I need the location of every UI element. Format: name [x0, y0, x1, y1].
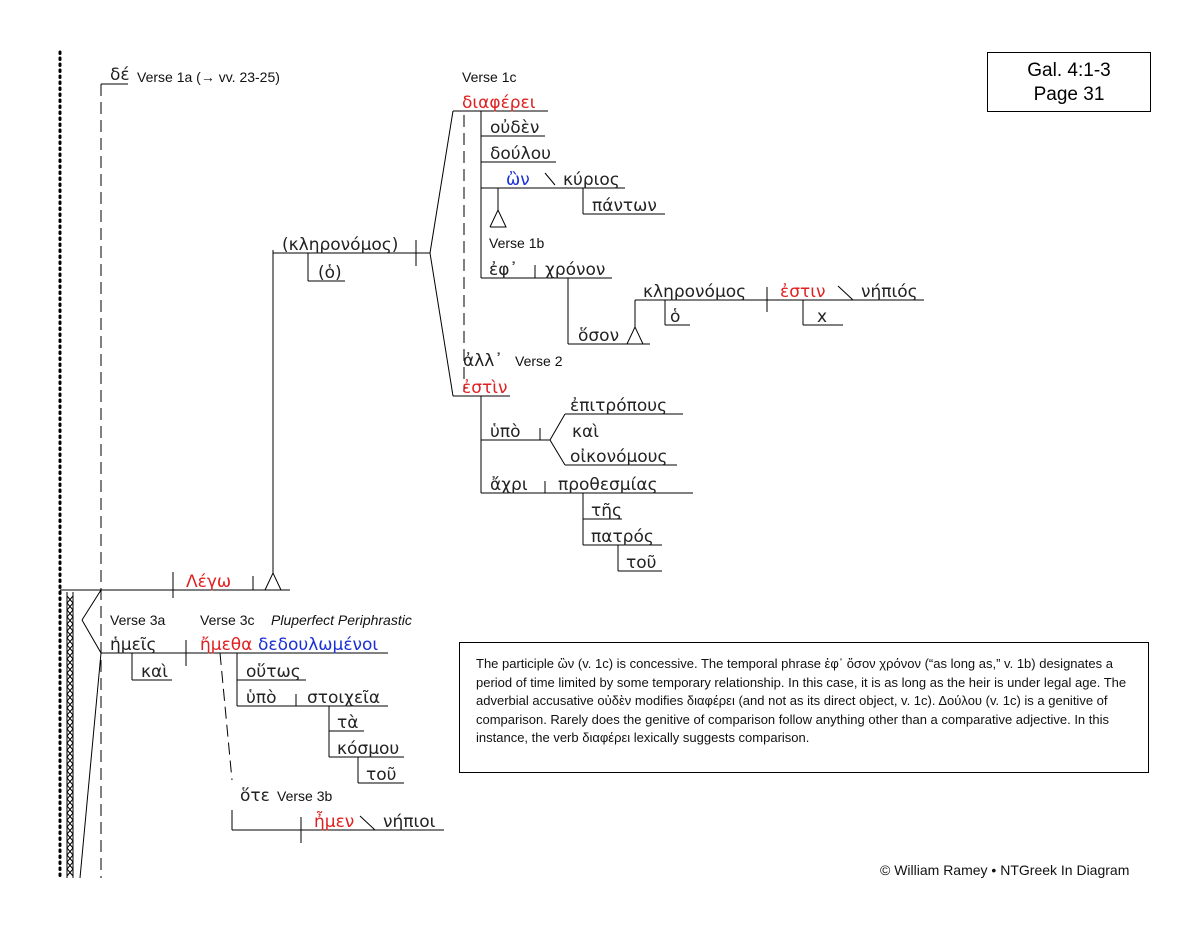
verb-hemetha: ἤμεθα	[200, 635, 252, 655]
word-kosmou: κόσμου	[337, 739, 399, 759]
word-kleronomos: κληρονόμος	[643, 282, 746, 302]
word-achri: ἄχρι	[490, 475, 528, 495]
word-nepioi: νήπιοι	[383, 812, 436, 832]
word-doulou: δούλου	[490, 144, 551, 164]
word-tes: τῆς	[591, 501, 622, 521]
word-de: δέ	[110, 65, 130, 85]
word-hemeis: ἡμεῖς	[110, 635, 157, 655]
word-nepios: νήπιός	[861, 282, 918, 302]
label-pluperfect: Pluperfect Periphrastic	[271, 612, 412, 628]
word-prothesmias: προθεσμίας	[558, 475, 658, 495]
word-tou-1: τοῦ	[626, 553, 656, 573]
passage-reference: Gal. 4:1-3	[1027, 60, 1111, 81]
verb-estin-1: ἐστιν	[780, 282, 825, 302]
page-reference-box: Gal. 4:1-3 Page 31	[987, 52, 1151, 112]
word-hoson: ὅσον	[578, 326, 619, 346]
word-hypo-2: ὑπὸ	[246, 688, 276, 708]
copyright: © William Ramey • NTGreek In Diagram	[880, 862, 1130, 878]
verb-hemen: ἦμεν	[314, 811, 354, 832]
word-ho-paren: (ὁ)	[318, 263, 342, 283]
verb-diapherei: διαφέρει	[462, 93, 536, 113]
label-verse-1a: Verse 1a (→ vv. 23-25)	[137, 69, 280, 85]
word-patros: πατρός	[591, 527, 654, 547]
grammar-note: The participle ὢν (v. 1c) is concessive.…	[459, 642, 1149, 773]
word-epitropous: ἐπιτρόπους	[570, 396, 667, 416]
word-hypo-1: ὑπὸ	[490, 422, 520, 442]
word-ta: τὰ	[337, 713, 358, 733]
left-braid-border	[66, 592, 74, 878]
note-text: The participle ὢν (v. 1c) is concessive.…	[476, 656, 1127, 745]
word-kai-2: καὶ	[141, 662, 168, 682]
word-kai-1: καὶ	[572, 422, 599, 442]
label-verse-3c: Verse 3c	[200, 612, 254, 628]
word-x: x	[817, 307, 827, 327]
word-hote: ὅτε	[240, 786, 270, 806]
word-panton: πάντων	[592, 196, 657, 216]
word-all: ἀλλ᾽	[463, 350, 503, 371]
word-kleronomos-paren: (κληρονόμος)	[282, 235, 398, 255]
word-eph: ἐφ᾽	[489, 259, 518, 280]
label-verse-1c: Verse 1c	[462, 69, 516, 85]
participle-on: ὢν	[506, 170, 530, 190]
label-verse-2: Verse 2	[515, 353, 563, 369]
word-ho: ὁ	[670, 307, 680, 327]
word-oikonomous: οἰκονόμους	[570, 447, 668, 467]
word-houtos: οὕτως	[246, 662, 301, 682]
verb-estin-2: ἐστὶν	[462, 378, 507, 398]
label-verse-1b: Verse 1b	[489, 235, 544, 251]
participle-dedoulomenoi: δεδουλωμένοι	[258, 635, 378, 655]
word-ouden: οὐδὲν	[490, 118, 539, 138]
word-kyrios: κύριος	[563, 170, 620, 190]
page-number: Page 31	[1033, 84, 1105, 105]
word-tou-2: τοῦ	[366, 765, 396, 785]
word-stoicheia: στοιχεῖα	[307, 688, 380, 708]
label-verse-3a: Verse 3a	[110, 612, 165, 628]
word-chronon: χρόνον	[545, 260, 605, 280]
label-verse-3b: Verse 3b	[277, 788, 332, 804]
verb-lego: Λέγω	[186, 572, 231, 592]
